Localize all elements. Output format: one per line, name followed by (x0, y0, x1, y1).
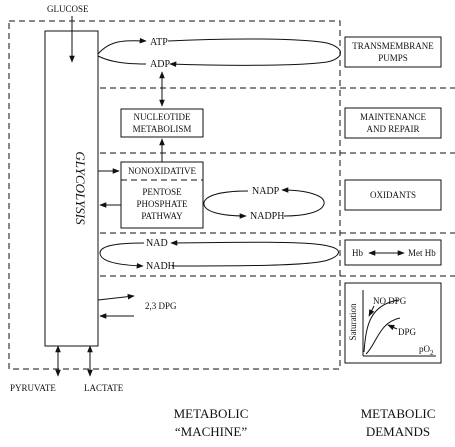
nad-label: NAD (146, 238, 168, 249)
glycolysis-to-atp-arrow (97, 37, 147, 55)
machine-label-line2: “MACHINE” (175, 424, 247, 439)
methb-label: Met Hb (408, 248, 436, 258)
saturation-axis-label: Saturation (348, 303, 358, 340)
atp-adp-pumps-loop (167, 38, 341, 68)
hb-label: Hb (352, 248, 363, 258)
dpg-curve-label: DPG (398, 327, 417, 337)
machine-frame (8, 20, 341, 370)
maintenance-line2: AND REPAIR (367, 124, 420, 134)
no-dpg-curve (363, 299, 399, 353)
no-dpg-pointer (368, 305, 375, 317)
nadp-label: NADP (252, 186, 280, 197)
glycolysis-box (44, 30, 99, 347)
oxidants-label: OXIDANTS (370, 190, 416, 200)
pentose-line2: PHOSPHATE (136, 199, 188, 209)
glucose-label: GLUCOSE (47, 4, 89, 14)
pentose-box (120, 161, 204, 229)
machine-label-line1: METABOLIC (174, 406, 249, 421)
demands-label-line2: DEMANDS (366, 424, 430, 439)
transmembrane-pumps-box (344, 36, 442, 68)
nadh-label: NADH (146, 261, 175, 272)
pentose-line1: PENTOSE (142, 187, 182, 197)
nucleotide-box (120, 108, 204, 138)
nadph-to-nadp-arrow (281, 187, 325, 217)
transmembrane-line1: TRANSMEMBRANE (352, 41, 434, 51)
nadh-to-nad-loop (170, 240, 339, 267)
po2-axis-label: pO2 (419, 344, 434, 357)
dpg-curve (365, 317, 401, 355)
nadp-to-nadph-arrow (203, 190, 249, 219)
transmembrane-line2: PUMPS (378, 53, 408, 63)
dpg-pointer (387, 324, 398, 331)
no-dpg-label: NO DPG (373, 296, 407, 306)
atp-label: ATP (150, 37, 168, 48)
nonoxidative-label: NONOXIDATIVE (128, 166, 196, 176)
pentose-line3: PATHWAY (141, 211, 183, 221)
nucleotide-line1: NUCLEOTIDE (134, 112, 191, 122)
pyruvate-label: PYRUVATE (10, 383, 56, 393)
dpg-label: 2,3 DPG (145, 301, 177, 311)
maintenance-repair-box (344, 107, 442, 139)
demands-label-line1: METABOLIC (361, 406, 436, 421)
dpg-out-arrow (97, 293, 135, 301)
nadph-label: NADPH (250, 211, 284, 222)
maintenance-line1: MAINTENANCE (360, 112, 426, 122)
adp-to-glycolysis-line (97, 55, 147, 65)
oxidants-box (344, 179, 442, 211)
nucleotide-line2: METABOLISM (133, 124, 192, 134)
saturation-graph-box (344, 282, 442, 364)
glycolysis-label: GLYCOLYSIS (73, 151, 88, 225)
lactate-label: LACTATE (84, 383, 124, 393)
nad-to-nadh-arrow (99, 242, 145, 269)
adp-label: ADP (150, 59, 170, 70)
